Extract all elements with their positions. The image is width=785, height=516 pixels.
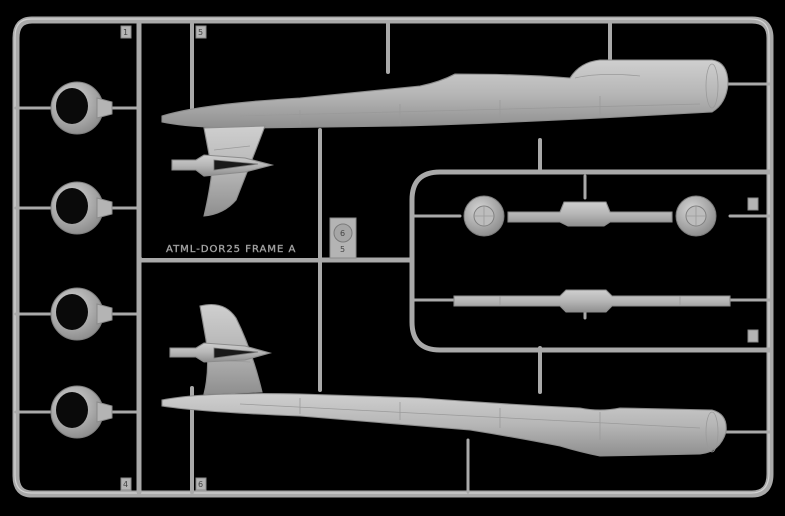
canopy-insert-lower — [169, 342, 273, 363]
engine-cowling-4 — [50, 385, 113, 439]
gate-number-6: 6 — [198, 480, 203, 489]
fuselage-half-upper — [161, 59, 729, 129]
canopy-insert-upper — [171, 154, 275, 177]
internal-runners — [14, 21, 773, 495]
frame-label-plate: ATML-DOR25 FRAME A — [142, 238, 318, 258]
frame-label: ATML-DOR25 FRAME A — [166, 244, 296, 255]
badge-number-top: 6 — [340, 229, 345, 238]
landing-gear-strut-upper — [507, 201, 673, 227]
gate-number-tabs: 1 5 4 6 — [120, 25, 759, 491]
outer-sprue-frame — [12, 16, 774, 498]
manufacturer-badge: 6 5 — [329, 217, 357, 259]
engine-cowling-1 — [50, 81, 113, 135]
fuselage-half-lower — [161, 393, 727, 457]
wheel-hub-right — [675, 195, 717, 237]
wheel-hub-left — [463, 195, 505, 237]
engine-cowling-2 — [50, 181, 113, 235]
engine-cowling-3 — [50, 287, 113, 341]
landing-gear-strut-lower — [453, 289, 731, 313]
gate-number-1: 1 — [123, 28, 128, 37]
gate-number-5: 5 — [198, 28, 203, 37]
gate-number-4: 4 — [123, 480, 128, 489]
badge-number-bottom: 5 — [340, 245, 345, 254]
